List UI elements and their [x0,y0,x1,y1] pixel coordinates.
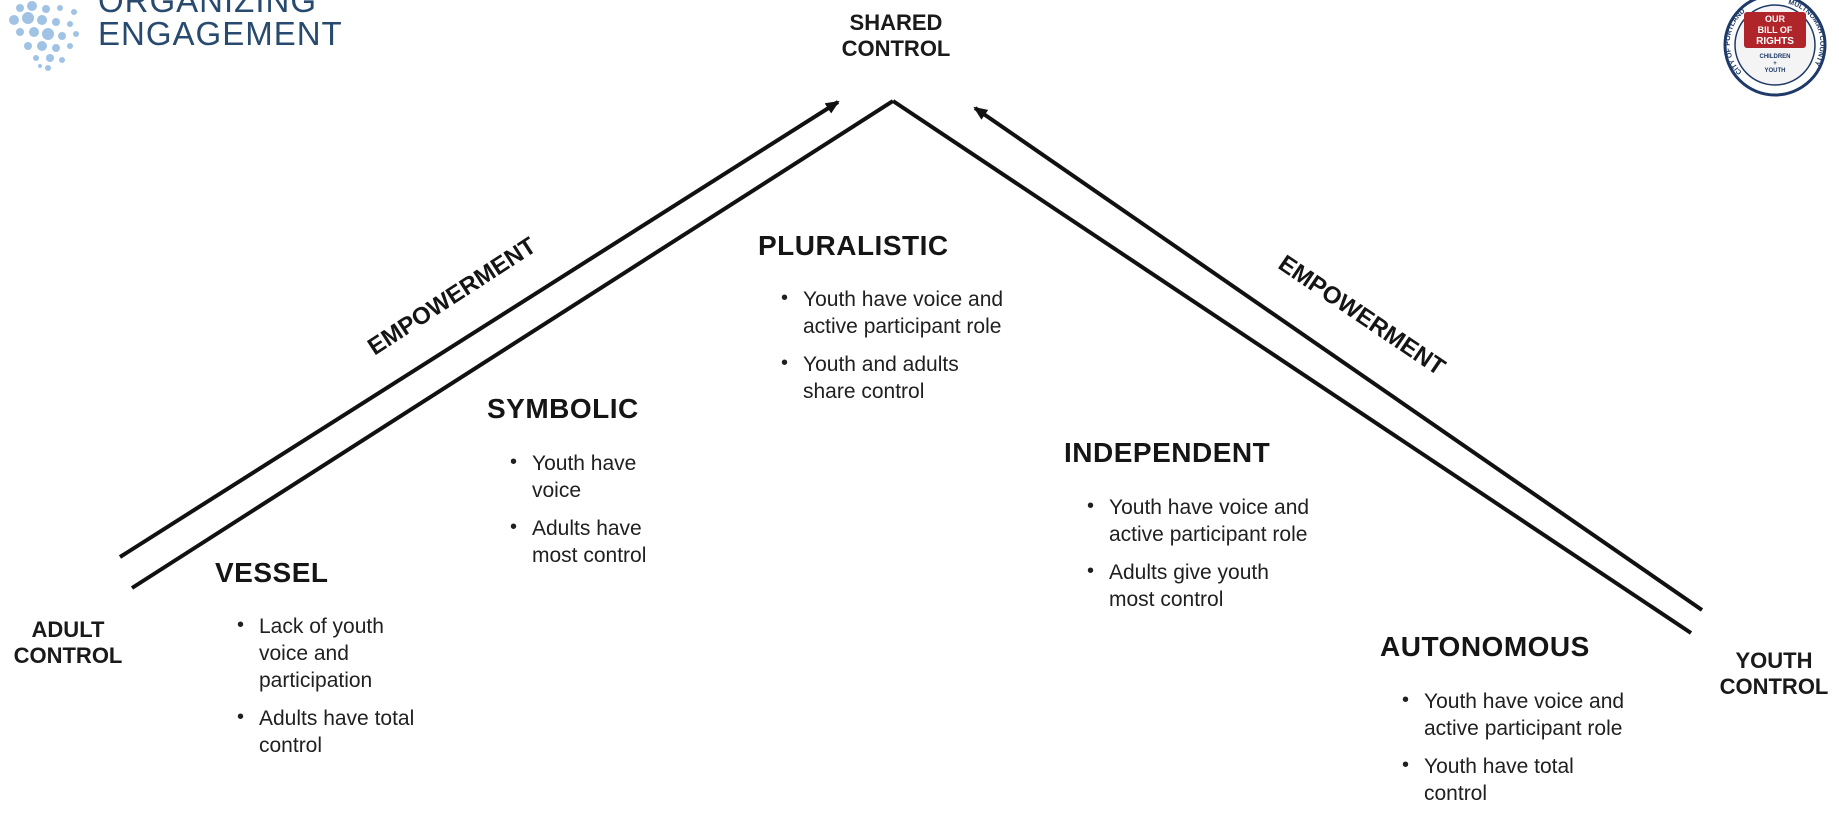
stage-title-pluralistic: PLURALISTIC [758,230,949,261]
logo-dot [45,65,51,71]
stage-title-symbolic: SYMBOLIC [487,393,639,424]
left-slope-line [130,99,895,590]
logo-dot [9,15,19,25]
seal-sub-1: CHILDREN [1760,54,1791,60]
youth-control-line-2: CONTROL [1719,674,1829,699]
logo-dot [38,64,42,68]
logo-dot [16,4,24,12]
organizing-engagement-logo: ORGANIZING ENGAGEMENT [0,0,360,80]
seal-sub-3: YOUTH [1765,68,1786,74]
adult-control-line-2: CONTROL [13,643,123,668]
shared-control-line-2: CONTROL [841,36,951,61]
logo-dot [24,42,32,50]
list-item: Adults give youth most control [1087,558,1317,613]
seal-title-2: BILL OF [1758,25,1793,35]
logo-dot [37,41,47,51]
logo-dot [71,9,77,15]
stage-bullets-autonomous: Youth have voice and active participant … [1402,687,1632,818]
logo-dot [57,5,63,11]
logo-dot [37,15,47,25]
logo-wordmark: ORGANIZING ENGAGEMENT [98,0,343,50]
stage-bullets-independent: Youth have voice and active participant … [1087,493,1317,624]
shared-control-label: SHARED CONTROL [831,10,961,62]
logo-dot [42,5,50,13]
list-item: Adults have most control [510,514,680,569]
seal-title-1: OUR [1765,14,1786,24]
list-item: Youth have total control [1402,752,1632,807]
stage-title-vessel: VESSEL [215,557,329,588]
logo-line-2: ENGAGEMENT [98,15,343,52]
list-item: Youth have voice and active participant … [1402,687,1632,742]
list-item: Youth and adults share control [781,350,1011,405]
stage-bullets-vessel: Lack of youth voice and participation Ad… [237,612,427,770]
shared-control-line-1: SHARED [849,10,943,35]
logo-dot [27,1,37,11]
right-slope-line [891,99,1693,635]
logo-dot [42,28,54,40]
logo-dot [67,43,73,49]
list-item: Lack of youth voice and participation [237,612,427,694]
list-item: Youth have voice [510,449,680,504]
left-empowerment-arrow [118,100,840,559]
logo-dot [33,55,39,61]
youth-control-line-1: YOUTH [1735,648,1813,673]
logo-dot [73,31,79,37]
logo-dot [59,57,65,63]
list-item: Adults have total control [237,704,427,759]
logo-dot [29,27,39,37]
stage-bullets-pluralistic: Youth have voice and active participant … [781,285,1011,416]
dot-cluster-icon [9,1,79,71]
right-empowerment-arrow [973,106,1704,612]
logo-dot [52,18,60,26]
seal-title-3: RIGHTS [1756,36,1794,47]
bill-of-rights-seal-icon: CITY OF PORTLAND MULTNOMAH COUNTY OUR BI… [1723,0,1827,97]
logo-line-1: ORGANIZING [98,0,318,19]
stage-bullets-symbolic: Youth have voice Adults have most contro… [510,449,680,580]
logo-dot [58,32,66,40]
logo-dot [16,28,24,36]
stage-title-independent: INDEPENDENT [1064,437,1271,468]
seal-sub-2: + [1773,61,1777,67]
adult-control-line-1: ADULT [31,617,105,642]
logo-dot [22,12,34,24]
logo-dot [52,44,60,52]
youth-control-label: YOUTH CONTROL [1713,648,1835,700]
logo-dot [46,54,54,62]
list-item: Youth have voice and active participant … [781,285,1011,340]
logo-dot [67,21,73,27]
list-item: Youth have voice and active participant … [1087,493,1317,548]
stage-title-autonomous: AUTONOMOUS [1380,631,1590,662]
adult-control-label: ADULT CONTROL [8,617,128,669]
